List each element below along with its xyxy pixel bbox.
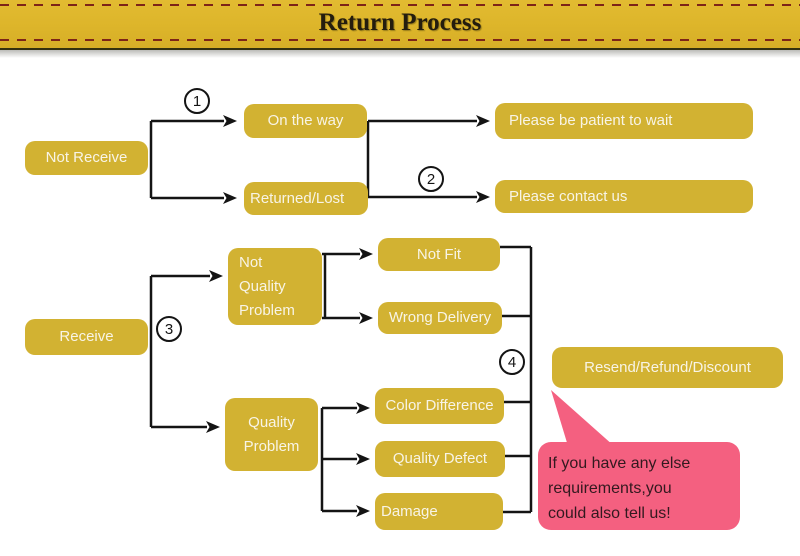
node-not-fit: Not Fit <box>378 238 500 271</box>
step-2-number: 2 <box>426 170 436 188</box>
banner-edge <box>0 48 800 50</box>
node-quality-problem-line1: Quality <box>248 413 295 431</box>
node-quality-problem-line2: Problem <box>243 437 300 455</box>
node-not-quality-problem-line1: Not <box>239 253 263 271</box>
node-receive: Receive <box>25 319 148 355</box>
node-damage: Damage <box>375 493 503 530</box>
step-4-badge: 4 <box>499 349 525 375</box>
step-2-badge: 2 <box>418 166 444 192</box>
header-banner: Return Process <box>0 0 800 48</box>
banner-dash-top <box>0 4 800 6</box>
step-3-number: 3 <box>164 320 174 338</box>
node-not-quality-problem: Not Quality Problem <box>228 248 322 325</box>
node-color-difference: Color Difference <box>375 388 504 424</box>
node-not-quality-problem-line3: Problem <box>239 301 295 319</box>
node-quality-defect: Quality Defect <box>375 441 505 477</box>
note-bubble: If you have any else requirements,you co… <box>538 442 740 530</box>
step-4-number: 4 <box>507 353 517 371</box>
step-1-badge: 1 <box>184 88 210 114</box>
note-bubble-line2: requirements,you <box>548 480 672 497</box>
node-please-wait: Please be patient to wait <box>495 103 753 139</box>
node-not-quality-problem-line2: Quality <box>239 277 286 295</box>
page-title: Return Process <box>318 9 482 36</box>
note-bubble-line1: If you have any else <box>548 455 691 472</box>
node-resend-refund-discount: Resend/Refund/Discount <box>552 347 783 388</box>
banner-dash-bottom <box>0 39 800 41</box>
bubble-tail <box>551 390 614 446</box>
step-1-number: 1 <box>192 92 202 110</box>
node-please-contact: Please contact us <box>495 180 753 213</box>
node-wrong-delivery: Wrong Delivery <box>378 302 502 334</box>
note-bubble-line3: could also tell us! <box>548 505 671 522</box>
node-on-the-way: On the way <box>244 104 367 138</box>
banner-shadow <box>0 50 800 58</box>
node-quality-problem: Quality Problem <box>225 398 318 471</box>
step-3-badge: 3 <box>156 316 182 342</box>
node-returned-lost: Returned/Lost <box>244 182 368 215</box>
node-not-receive: Not Receive <box>25 141 148 175</box>
